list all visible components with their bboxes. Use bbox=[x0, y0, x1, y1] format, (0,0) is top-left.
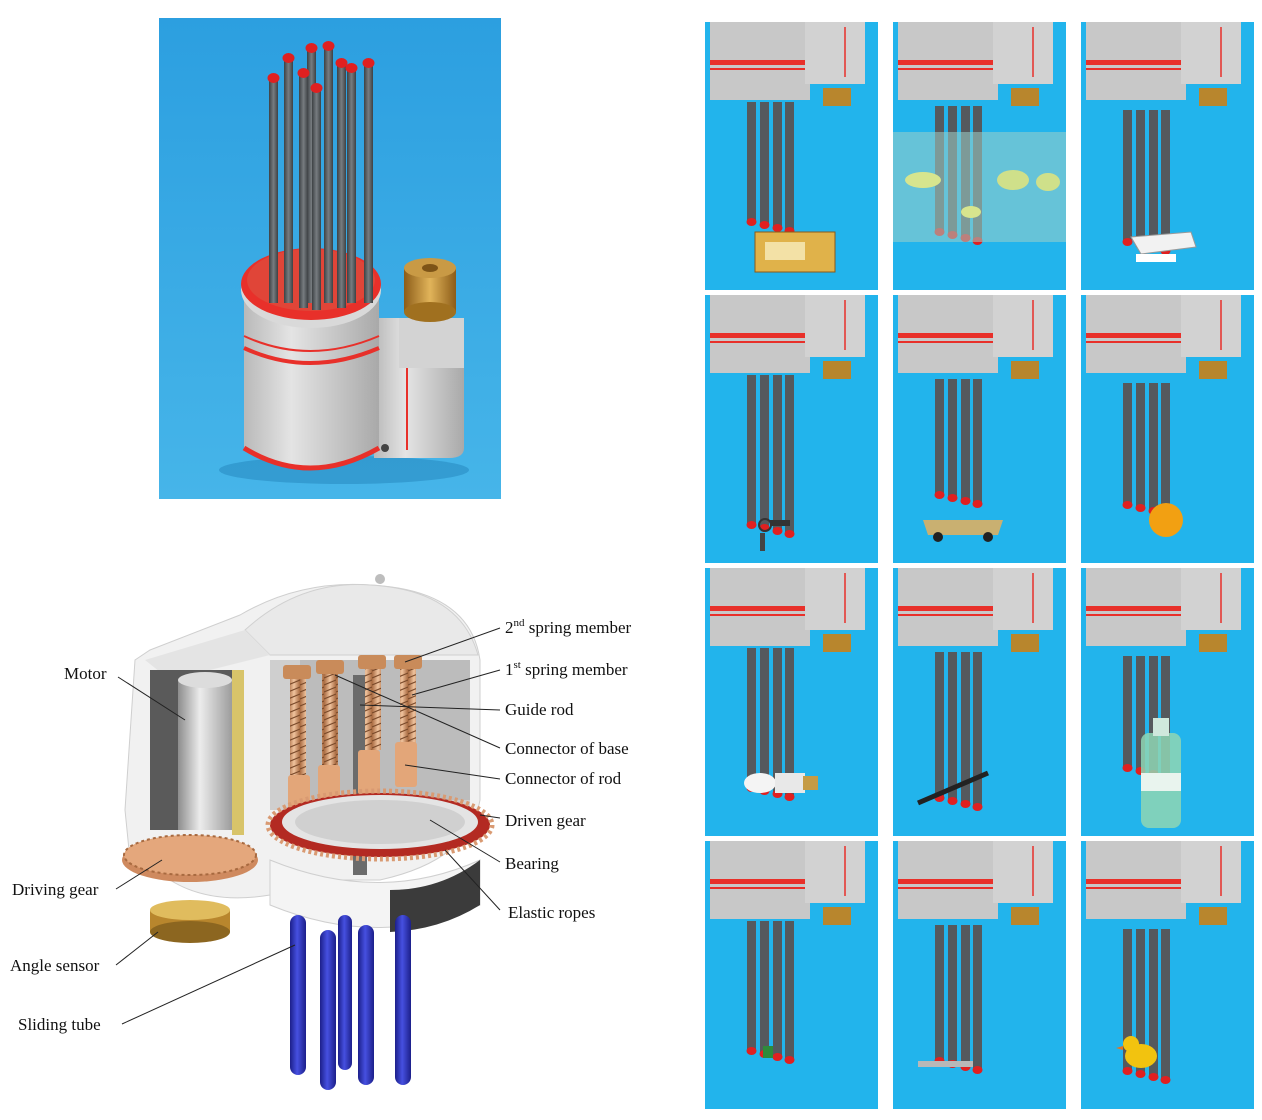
grasp-photo-white-clip bbox=[1081, 22, 1254, 290]
label-motor: Motor bbox=[64, 664, 107, 683]
label-elastic-ropes: Elastic ropes bbox=[508, 903, 596, 922]
grasp-photo-toy-car bbox=[893, 295, 1066, 563]
label-driven-gear: Driven gear bbox=[505, 811, 586, 830]
grasp-photo-water-bottle bbox=[1081, 568, 1254, 836]
grasp-photo-render bbox=[705, 568, 878, 836]
gripper-photo-render bbox=[159, 18, 501, 499]
grasp-photo-small-flat-item bbox=[893, 841, 1066, 1109]
label-connector-of-rod: Connector of rod bbox=[505, 769, 622, 788]
label-1st-spring-suffix: st bbox=[513, 659, 521, 671]
grasp-photo-render bbox=[705, 295, 878, 563]
label-2nd-spring-number: 2 bbox=[505, 618, 514, 637]
label-bearing: Bearing bbox=[505, 854, 559, 873]
label-2nd-spring-suffix: nd bbox=[513, 617, 525, 629]
cad-render bbox=[115, 574, 501, 1090]
label-driving-gear: Driving gear bbox=[12, 880, 99, 899]
grasp-photo-floating-slices-in-water bbox=[893, 22, 1066, 290]
label-sliding-tube: Sliding tube bbox=[18, 1015, 101, 1034]
grasp-photo-light-bulb bbox=[705, 568, 878, 836]
grasp-photo-orange-ball bbox=[1081, 295, 1254, 563]
grasp-photo-cracker-box bbox=[705, 22, 878, 290]
grasp-demo-grid bbox=[705, 22, 1254, 1112]
label-1st-spring-number: 1 bbox=[505, 660, 514, 679]
label-connector-of-base: Connector of base bbox=[505, 739, 629, 758]
label-1st-spring-text: spring member bbox=[520, 660, 628, 679]
grasp-photo-render bbox=[1081, 841, 1254, 1109]
grasp-photo-small-green-item bbox=[705, 841, 878, 1109]
label-guide-rod: Guide rod bbox=[505, 700, 574, 719]
grasp-photo-render bbox=[705, 22, 878, 290]
grasp-photo-render bbox=[893, 295, 1066, 563]
grasp-photo-render bbox=[893, 22, 1066, 290]
cad-cutaway-diagram: Motor Driving gear Angle sensor Sliding … bbox=[0, 560, 700, 1120]
grasp-photo-render bbox=[1081, 22, 1254, 290]
gripper-photo bbox=[159, 18, 501, 499]
grasp-photo-render bbox=[1081, 295, 1254, 563]
grasp-photo-render bbox=[1081, 568, 1254, 836]
grasp-photo-rubber-duck bbox=[1081, 841, 1254, 1109]
label-2nd-spring-member: 2nd spring member bbox=[505, 618, 631, 638]
label-1st-spring-member: 1st spring member bbox=[505, 660, 628, 680]
grasp-photo-render bbox=[705, 841, 878, 1109]
grasp-photo-pen bbox=[893, 568, 1066, 836]
grasp-photo-keys bbox=[705, 295, 878, 563]
grasp-photo-render bbox=[893, 568, 1066, 836]
label-angle-sensor: Angle sensor bbox=[10, 956, 100, 975]
grasp-photo-render bbox=[893, 841, 1066, 1109]
label-2nd-spring-text: spring member bbox=[524, 618, 632, 637]
